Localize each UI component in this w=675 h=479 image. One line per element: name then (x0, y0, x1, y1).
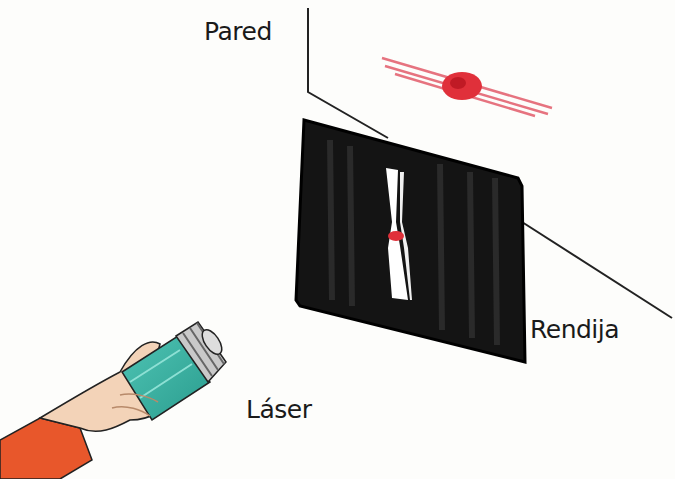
laser-spot (382, 58, 552, 116)
wall-edge (308, 8, 388, 138)
part-label: Láser (246, 396, 311, 424)
slit-screen (296, 120, 525, 362)
wall-edge (522, 222, 672, 318)
part-label: Pared (204, 18, 272, 46)
part-label: Rendija (530, 316, 619, 344)
hand-laser (0, 322, 226, 479)
